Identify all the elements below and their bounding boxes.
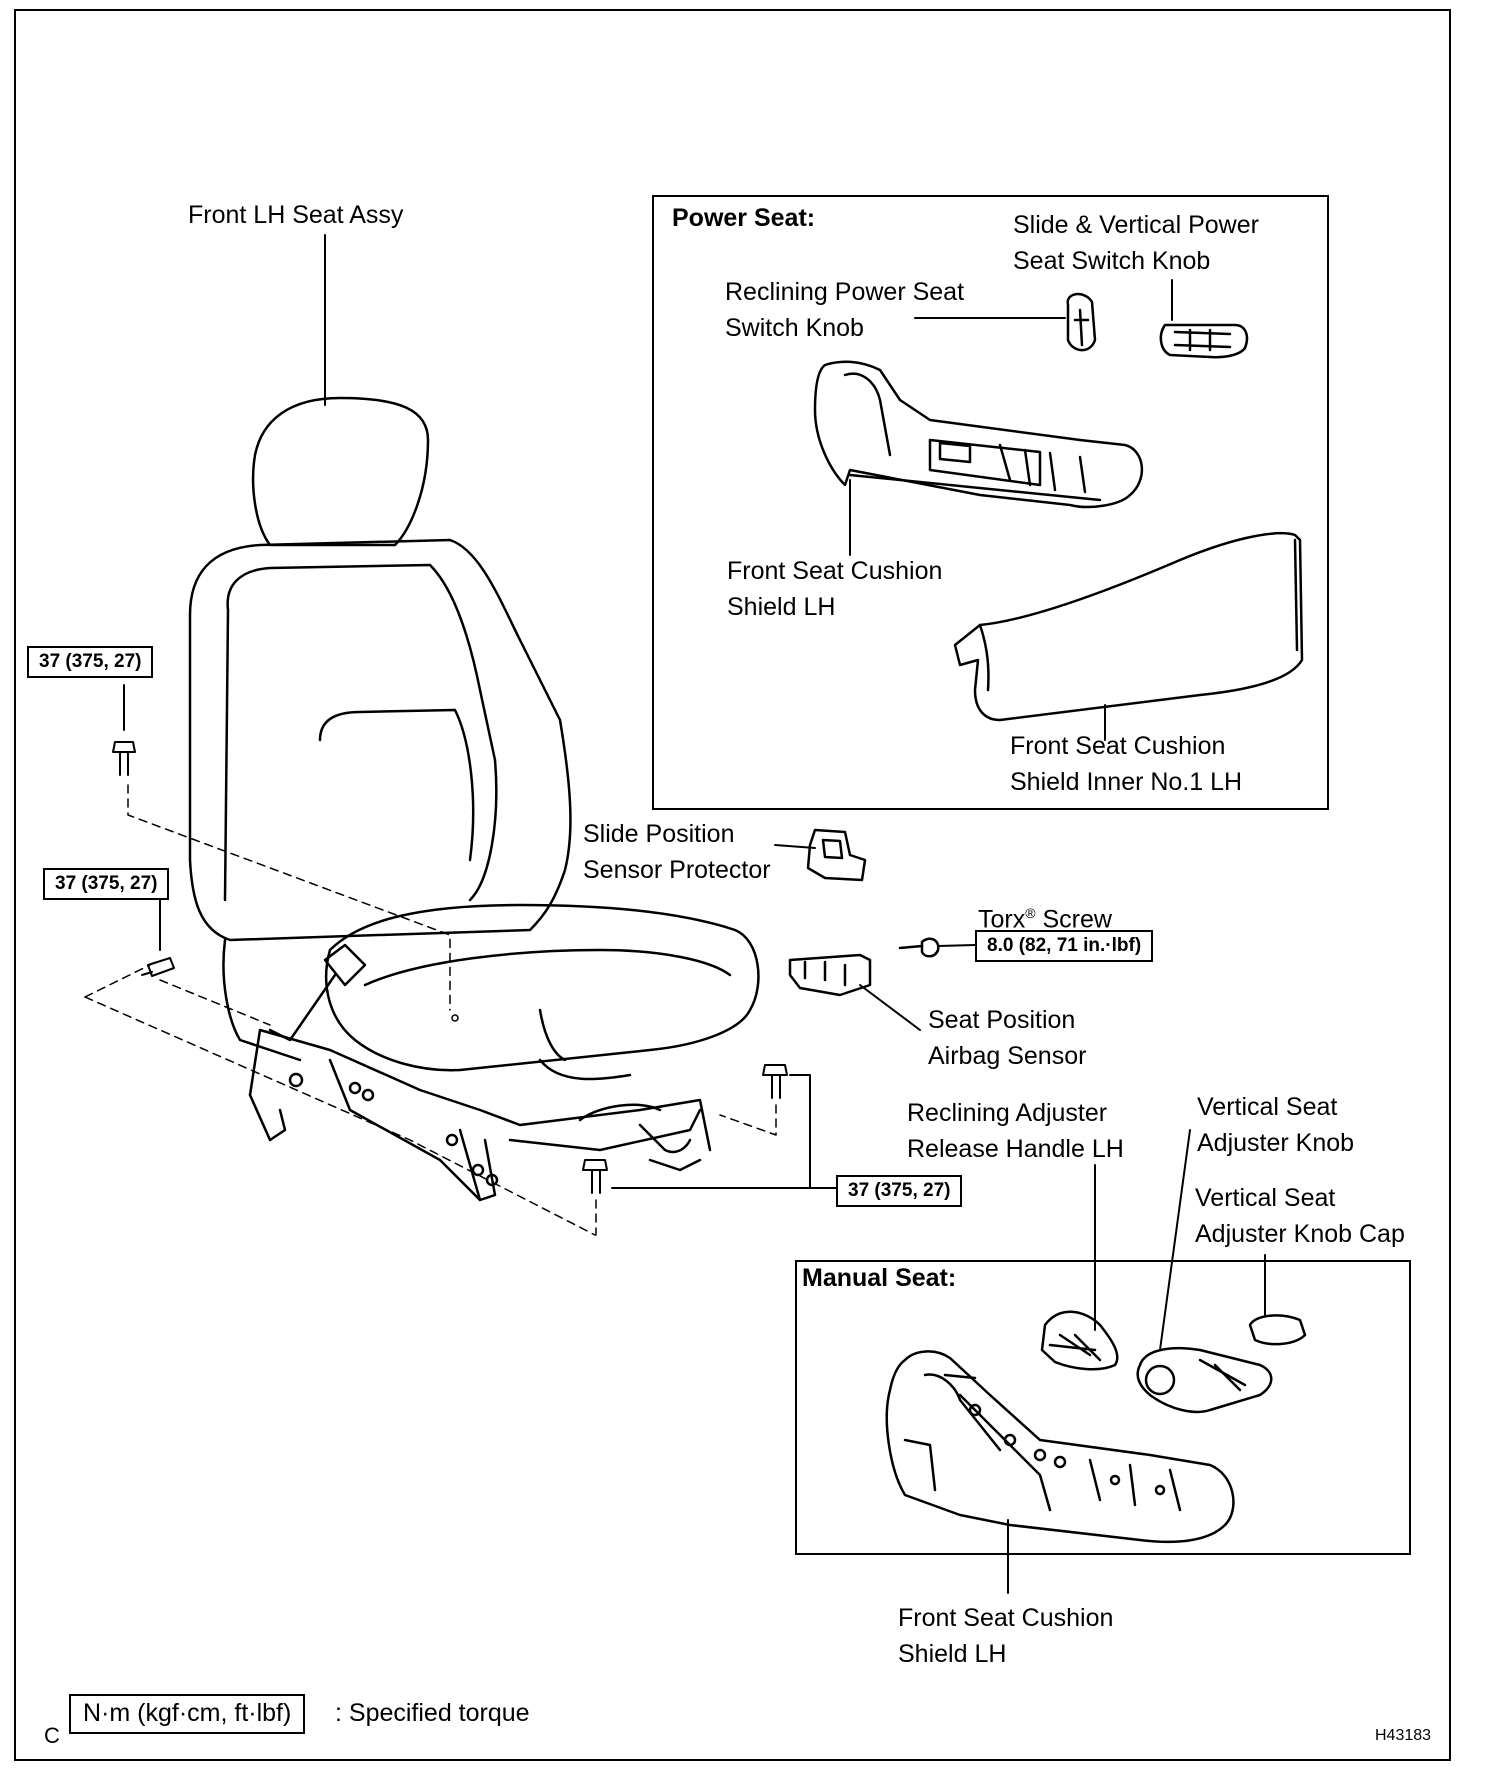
label-reclining-power-knob-2: Switch Knob	[725, 314, 864, 342]
torque-bolt-top: 37 (375, 27)	[27, 646, 154, 678]
label-shield-lh-1: Front Seat Cushion	[727, 557, 943, 585]
legend-text: : Specified torque	[335, 1699, 530, 1727]
power-seat-box	[652, 195, 1329, 810]
manual-seat-box	[795, 1260, 1411, 1555]
torque-bolt-mid: 37 (375, 27)	[43, 868, 170, 900]
label-vertical-knob-cap-1: Vertical Seat	[1195, 1184, 1336, 1212]
sensor-parts	[774, 828, 976, 1031]
label-front-lh-seat-assy: Front LH Seat Assy	[188, 201, 404, 229]
label-slide-position-1: Slide Position	[583, 820, 735, 848]
label-manual-shield-2: Shield LH	[898, 1640, 1007, 1668]
label-manual-shield-1: Front Seat Cushion	[898, 1604, 1114, 1632]
label-reclining-power-knob-1: Reclining Power Seat	[725, 278, 965, 306]
label-slide-vertical-knob-1: Slide & Vertical Power	[1013, 211, 1259, 239]
legend-prefix: C	[44, 1723, 60, 1748]
label-vertical-knob-2: Adjuster Knob	[1197, 1129, 1355, 1157]
label-slide-vertical-knob-2: Seat Switch Knob	[1013, 247, 1211, 275]
legend-unit-box: N·m (kgf·cm, ft·lbf)	[69, 1694, 306, 1734]
label-shield-lh-2: Shield LH	[727, 593, 836, 621]
label-shield-inner-2: Shield Inner No.1 LH	[1010, 768, 1243, 796]
label-shield-inner-1: Front Seat Cushion	[1010, 732, 1226, 760]
label-seat-position-sensor-2: Airbag Sensor	[928, 1042, 1087, 1070]
torque-bolt-bottom: 37 (375, 27)	[836, 1175, 963, 1207]
torque-torx: 8.0 (82, 71 in.·lbf)	[975, 930, 1154, 962]
label-reclining-adjuster-1: Reclining Adjuster	[907, 1099, 1108, 1127]
manual-seat-parts	[885, 1129, 1307, 1594]
manual-seat-title: Manual Seat:	[802, 1264, 957, 1292]
label-seat-position-sensor-1: Seat Position	[928, 1006, 1076, 1034]
label-torx-screw: Torx® Screw	[978, 905, 1112, 934]
power-seat-title: Power Seat:	[672, 204, 816, 232]
label-vertical-knob-1: Vertical Seat	[1197, 1093, 1338, 1121]
seat-assembly-drawing	[188, 234, 760, 1202]
diagram-frame	[14, 9, 1451, 1761]
bolts-and-guides	[84, 684, 839, 1236]
label-reclining-adjuster-2: Release Handle LH	[907, 1135, 1124, 1163]
figure-id: H43183	[1375, 1727, 1432, 1744]
label-slide-position-2: Sensor Protector	[583, 856, 771, 884]
power-seat-parts	[813, 279, 1304, 741]
label-vertical-knob-cap-2: Adjuster Knob Cap	[1195, 1220, 1405, 1248]
